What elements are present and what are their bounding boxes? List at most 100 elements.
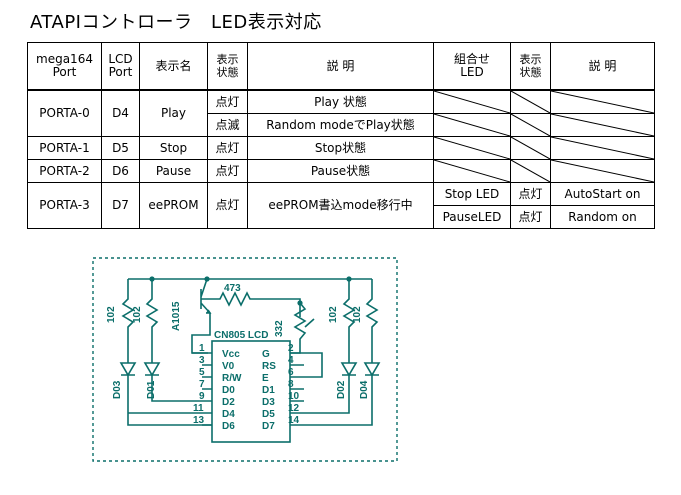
svg-text:9: 9	[199, 391, 205, 402]
transistor-label: A1015	[171, 301, 182, 331]
cell-port: PORTA-3	[27, 182, 102, 229]
cell-combo-led: PauseLED	[433, 205, 511, 229]
svg-text:14: 14	[288, 415, 300, 426]
empty-cell	[550, 89, 655, 114]
page-title: ATAPIコントローラ LED表示対応	[30, 12, 322, 33]
svg-text:D0: D0	[222, 385, 235, 396]
empty-cell	[510, 136, 551, 160]
svg-text:E: E	[262, 373, 269, 384]
cell-desc: eePROM書込mode移行中	[247, 182, 434, 229]
header-display-state: 表示状態	[207, 42, 248, 91]
cell-lcd: D6	[101, 159, 140, 183]
resistor-102-d	[365, 279, 379, 363]
cell-combo-led: Stop LED	[433, 182, 511, 206]
svg-text:D6: D6	[222, 421, 235, 432]
cell-desc: Pause状態	[247, 159, 434, 183]
svg-text:11: 11	[193, 403, 204, 414]
svg-text:12: 12	[288, 403, 300, 414]
cell-name: Play	[139, 89, 208, 137]
svg-text:102: 102	[106, 306, 117, 323]
cell-lcd: D7	[101, 182, 140, 229]
svg-text:13: 13	[193, 415, 205, 426]
empty-cell	[433, 136, 511, 160]
cell-state: 点灯	[207, 136, 248, 160]
empty-cell	[550, 136, 655, 160]
cell-port: PORTA-1	[27, 136, 102, 160]
table-row: PauseLED 点灯 Random on	[28, 205, 655, 229]
svg-text:102: 102	[132, 306, 143, 323]
resistor-332-label: 332	[274, 320, 285, 337]
svg-text:Vcc: Vcc	[222, 349, 240, 360]
svg-text:10: 10	[288, 391, 300, 402]
cell-lcd: D5	[101, 136, 140, 160]
led-d01-label: D01	[146, 380, 157, 399]
header-display-state-2: 表示状態	[510, 42, 551, 91]
led-d02-icon	[340, 362, 358, 377]
cell-port: PORTA-2	[27, 159, 102, 183]
resistor-102-b	[145, 279, 159, 363]
svg-text:8: 8	[288, 379, 294, 390]
lcd-label: CN805 LCD	[214, 330, 268, 341]
cell-name: eePROM	[139, 182, 208, 229]
table-row: PORTA-1 D5 Stop 点灯 Stop状態	[27, 136, 655, 160]
resistor-102-c	[342, 279, 356, 363]
led-d04-icon	[363, 362, 381, 377]
svg-text:1: 1	[199, 343, 205, 354]
cell-desc: Play 状態	[247, 89, 434, 114]
svg-text:D7: D7	[262, 421, 275, 432]
table-row: PORTA-3 D7 eePROM 点灯 eePROM書込mode移行中 Sto…	[27, 182, 655, 229]
svg-text:D3: D3	[262, 397, 275, 408]
svg-text:D2: D2	[222, 397, 235, 408]
svg-text:D5: D5	[262, 409, 275, 420]
cell-combo-desc: AutoStart on	[550, 182, 655, 206]
cell-lcd: D4	[101, 89, 140, 137]
cell-combo-state: 点灯	[510, 182, 551, 206]
table-row: PORTA-0 D4 Play 点灯 Play 状態	[27, 89, 655, 137]
empty-cell	[433, 159, 511, 183]
resistor-473-label: 473	[224, 283, 241, 294]
svg-text:2: 2	[288, 343, 294, 354]
cell-combo-state: 点灯	[510, 205, 551, 229]
header-description-2: 説 明	[550, 42, 655, 91]
cell-desc: Random modeでPlay状態	[247, 113, 434, 137]
svg-text:G: G	[262, 349, 270, 360]
empty-cell	[510, 159, 551, 183]
table-row: PORTA-2 D6 Pause 点灯 Pause状態	[27, 159, 655, 183]
svg-text:102: 102	[328, 306, 339, 323]
svg-text:D4: D4	[222, 409, 235, 420]
led-schematic: A1015 473 332 CN805 LCD Vcc V0 R/W D0 D2…	[92, 257, 398, 462]
cell-state: 点灯	[207, 182, 248, 229]
svg-text:V0: V0	[222, 361, 235, 372]
empty-cell	[550, 159, 655, 183]
cell-state: 点灯	[207, 159, 248, 183]
svg-text:R/W: R/W	[222, 373, 242, 384]
table-row: 点滅 Random modeでPlay状態	[28, 113, 655, 137]
svg-text:7: 7	[199, 379, 205, 390]
cell-name: Pause	[139, 159, 208, 183]
empty-cell	[433, 89, 511, 114]
schematic-border	[92, 257, 398, 462]
svg-text:3: 3	[199, 355, 205, 366]
header-display-name: 表示名	[139, 42, 208, 91]
led-d01-icon	[143, 362, 161, 377]
cell-port: PORTA-0	[27, 89, 102, 137]
svg-text:6: 6	[288, 367, 294, 378]
empty-cell	[433, 113, 511, 137]
cell-desc: Stop状態	[247, 136, 434, 160]
svg-text:102: 102	[352, 306, 363, 323]
led-d02-label: D02	[336, 380, 347, 399]
led-d04-label: D04	[359, 380, 370, 399]
header-description: 説 明	[247, 42, 434, 91]
led-d03-label: D03	[112, 380, 123, 399]
empty-cell	[510, 89, 551, 114]
transistor-icon	[191, 278, 211, 354]
svg-text:5: 5	[199, 367, 205, 378]
empty-cell	[510, 113, 551, 137]
cell-state: 点滅	[207, 113, 248, 137]
cell-name: Stop	[139, 136, 208, 160]
svg-text:D1: D1	[262, 385, 275, 396]
